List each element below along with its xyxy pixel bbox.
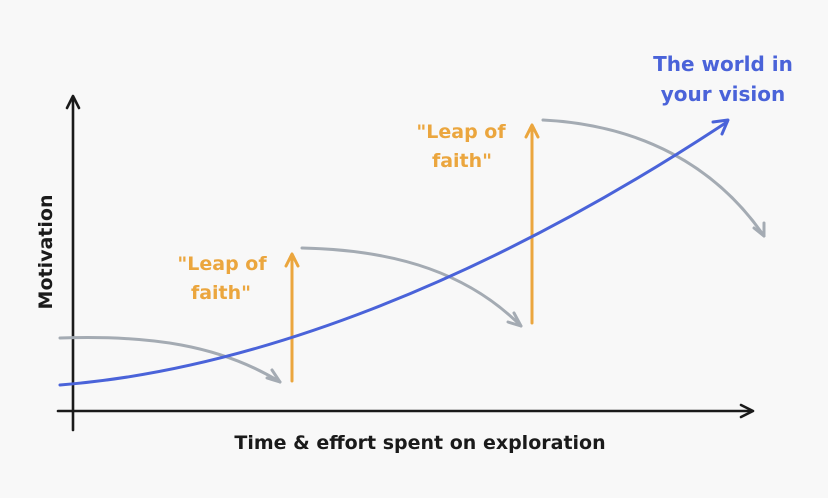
vision-curve (58, 120, 729, 387)
y-axis-label: Motivation (35, 195, 57, 310)
motivation-curve-2-arrowhead (506, 311, 523, 328)
motivation-curve-3-arrowhead (752, 221, 766, 238)
motivation-curve-1-arrowhead (265, 368, 282, 384)
leap-label-2-line2: faith" (432, 150, 492, 172)
motivation-curve-3 (541, 118, 766, 238)
leap-label-1-line1: "Leap of (177, 253, 267, 275)
vision-curve-arrowhead (711, 118, 730, 136)
motivation-curves (58, 118, 766, 384)
leap-arrow-2-arrowhead (524, 123, 540, 139)
vision-label-line2: your vision (661, 82, 785, 106)
leap-arrow-1-arrowhead (284, 252, 300, 268)
vision-label-line1: The world in (653, 52, 793, 76)
vision-curve-group (58, 118, 730, 387)
y-axis-arrowhead (65, 94, 81, 110)
x-axis-label: Time & effort spent on exploration (234, 432, 605, 454)
leap-label-2-line1: "Leap of (416, 121, 506, 143)
x-axis-arrowhead (739, 403, 755, 419)
x-axis (56, 403, 755, 419)
leap-label-1-line2: faith" (191, 282, 251, 304)
y-axis (65, 94, 81, 432)
motivation-curve-1 (58, 336, 282, 384)
motivation-curve-2 (300, 246, 523, 328)
leap-arrows (284, 123, 540, 383)
